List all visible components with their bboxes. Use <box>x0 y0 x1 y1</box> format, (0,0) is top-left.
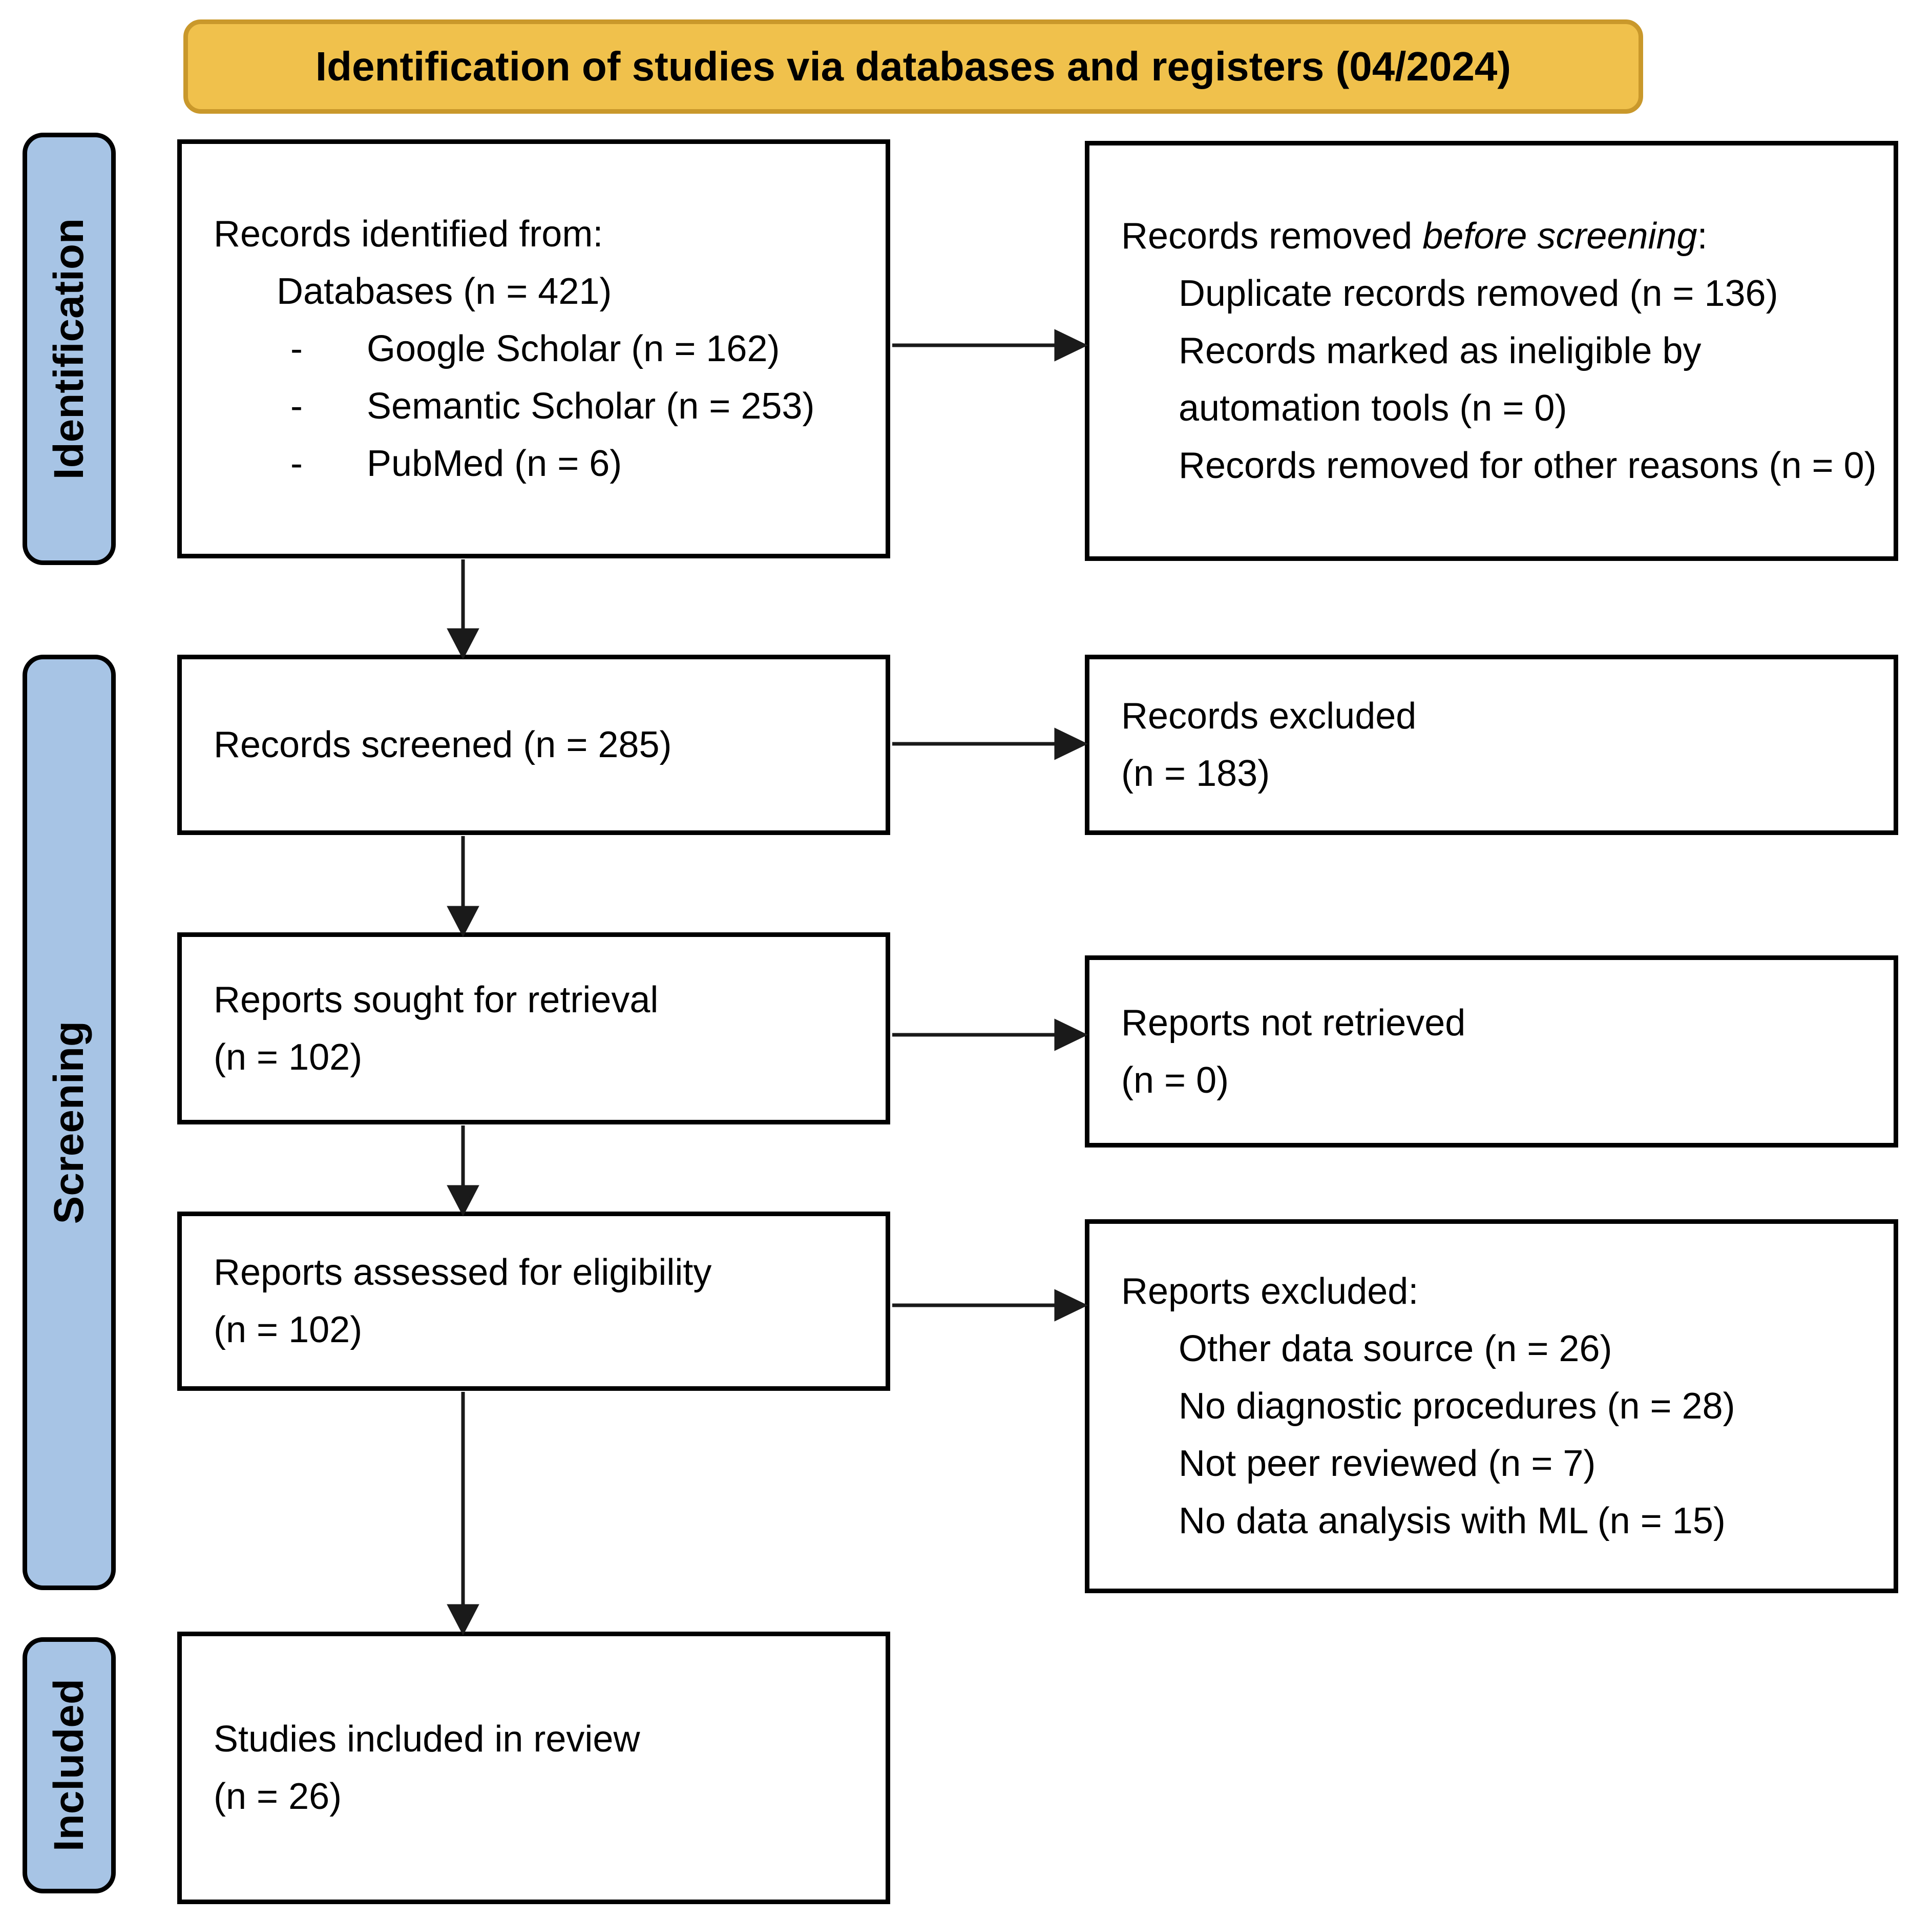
list-item: - PubMed (n = 6) <box>214 435 870 492</box>
records-identified-header: Records identified from: <box>214 214 603 255</box>
removed-duplicates: Duplicate records removed (n = 136) <box>1179 273 1778 314</box>
diagram-title: Identification of studies via databases … <box>315 44 1511 89</box>
list-item: - Semantic Scholar (n = 253) <box>214 378 870 435</box>
reports-assessed-count: (n = 102) <box>214 1309 363 1350</box>
stage-label-included: Included <box>46 1679 92 1852</box>
reports-not-retrieved-count: (n = 0) <box>1121 1059 1229 1101</box>
stage-label-identification: Identification <box>46 218 92 480</box>
excluded-other-data-source: Other data source (n = 26) <box>1179 1328 1612 1369</box>
source-google-scholar: Google Scholar (n = 162) <box>367 328 780 369</box>
reports-sought-text: Reports sought for retrieval <box>214 979 659 1020</box>
records-screened-text: Records screened (n = 285) <box>214 724 672 765</box>
arrowhead-right-icon <box>1054 329 1088 362</box>
excluded-no-ml-analysis: No data analysis with ML (n = 15) <box>1179 1500 1726 1541</box>
dash-bullet: - <box>290 386 303 427</box>
reports-not-retrieved-text: Reports not retrieved <box>1121 1002 1466 1044</box>
box-reports-not-retrieved: Reports not retrieved (n = 0) <box>1085 955 1898 1148</box>
stage-tab-screening: Screening <box>23 655 116 1590</box>
title-banner: Identification of studies via databases … <box>183 19 1643 114</box>
dash-bullet: - <box>290 443 303 484</box>
box-records-removed-before-screening: Records removed before screening: Duplic… <box>1085 141 1898 561</box>
excluded-no-diagnostic: No diagnostic procedures (n = 28) <box>1179 1386 1735 1427</box>
records-removed-header-prefix: Records removed <box>1121 216 1423 257</box>
box-studies-included: Studies included in review (n = 26) <box>177 1632 890 1904</box>
records-removed-header: Records removed before screening: <box>1121 207 1878 265</box>
source-semantic-scholar: Semantic Scholar (n = 253) <box>367 386 815 427</box>
records-excluded-text: Records excluded <box>1121 696 1417 737</box>
box-records-excluded: Records excluded (n = 183) <box>1085 655 1898 835</box>
arrowhead-down-icon <box>447 906 479 937</box>
studies-included-count: (n = 26) <box>214 1776 342 1817</box>
arrowhead-right-icon <box>1054 1018 1088 1051</box>
reports-assessed-text: Reports assessed for eligibility <box>214 1252 712 1293</box>
box-reports-excluded: Reports excluded: Other data source (n =… <box>1085 1219 1898 1593</box>
arrowhead-right-icon <box>1054 727 1088 760</box>
records-identified-databases: Databases (n = 421) <box>277 271 612 312</box>
box-reports-sought: Reports sought for retrieval (n = 102) <box>177 932 890 1124</box>
dash-bullet: - <box>290 328 303 369</box>
box-records-identified: Records identified from: Databases (n = … <box>177 139 890 558</box>
records-excluded-count: (n = 183) <box>1121 753 1270 794</box>
stage-tab-identification: Identification <box>23 133 116 565</box>
arrowhead-down-icon <box>447 628 479 660</box>
stage-label-screening: Screening <box>46 1020 92 1224</box>
excluded-not-peer-reviewed: Not peer reviewed (n = 7) <box>1179 1443 1596 1484</box>
box-records-screened: Records screened (n = 285) <box>177 655 890 835</box>
arrowhead-right-icon <box>1054 1289 1088 1322</box>
records-removed-header-suffix: : <box>1697 216 1708 257</box>
reports-excluded-header: Reports excluded: <box>1121 1271 1419 1312</box>
reports-sought-count: (n = 102) <box>214 1036 363 1078</box>
stage-tab-included: Included <box>23 1637 116 1893</box>
arrowhead-down-icon <box>447 1604 479 1636</box>
studies-included-text: Studies included in review <box>214 1719 640 1760</box>
removed-other-reasons: Records removed for other reasons (n = 0… <box>1179 445 1877 486</box>
box-reports-assessed: Reports assessed for eligibility (n = 10… <box>177 1212 890 1391</box>
list-item: - Google Scholar (n = 162) <box>214 320 870 378</box>
removed-ineligible-automation: Records marked as ineligible by automati… <box>1179 330 1702 429</box>
records-removed-header-italic: before screening <box>1422 216 1697 257</box>
arrowhead-down-icon <box>447 1185 479 1217</box>
source-pubmed: PubMed (n = 6) <box>367 443 622 484</box>
